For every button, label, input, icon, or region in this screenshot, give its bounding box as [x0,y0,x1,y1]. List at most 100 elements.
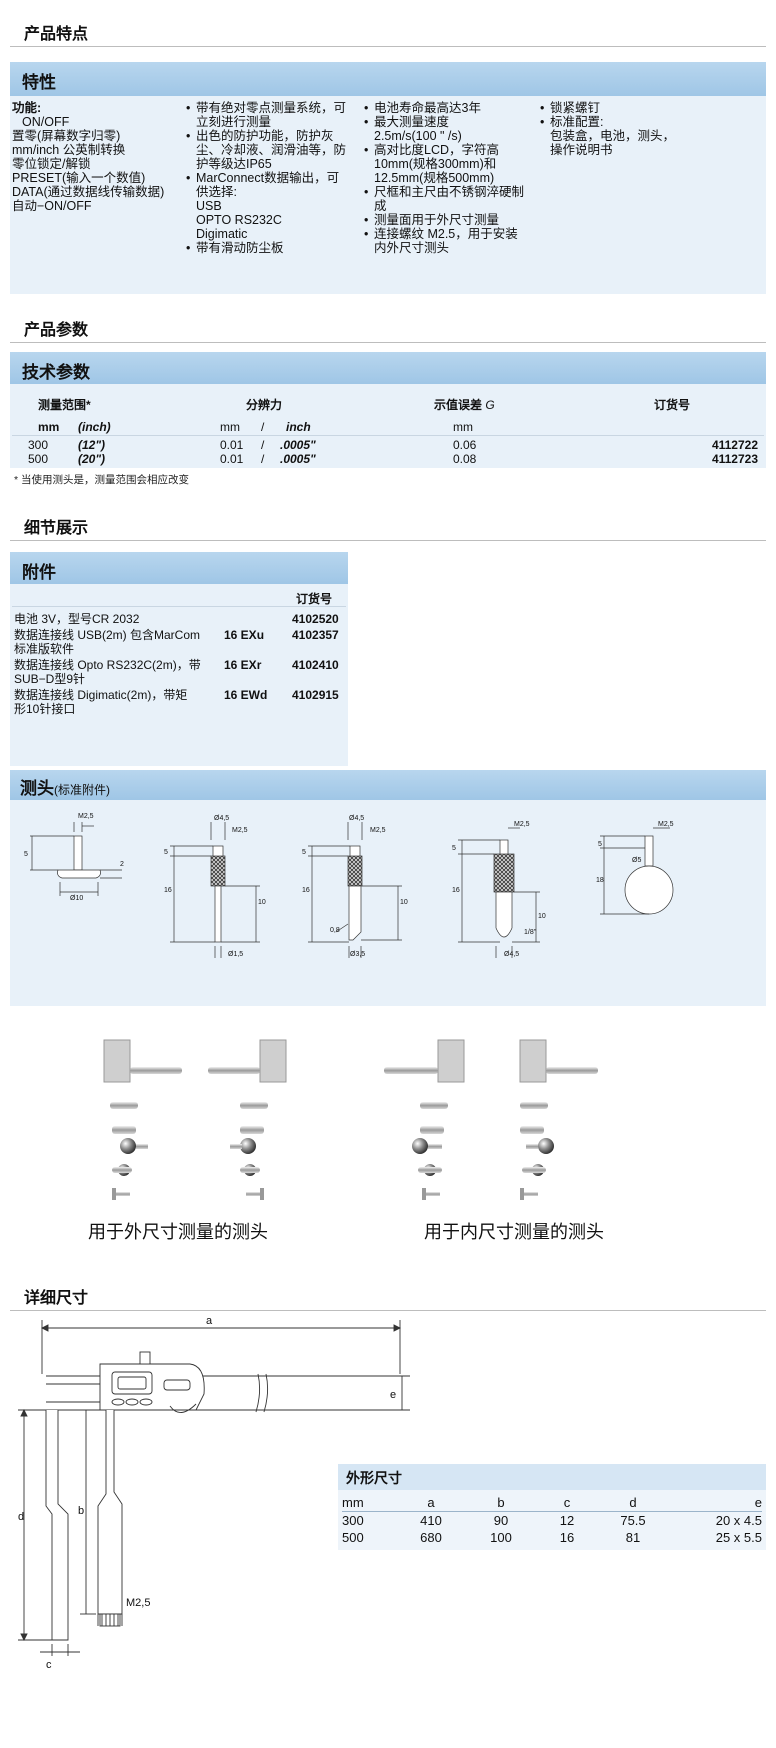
accessories-divider [12,606,346,607]
svg-text:Ø4,5: Ø4,5 [214,815,229,822]
svg-text:Ø4,5: Ø4,5 [349,815,364,822]
table-row: 500 680 100 16 81 25 x 5.5 [342,1530,762,1545]
function-line: mm/inch 公英制转换 [12,143,126,157]
svg-text:2: 2 [120,861,124,868]
caliper-drawing: a e M2,5 b d [18,1315,410,1671]
dims-table-panel [338,1490,766,1550]
section-rule [10,342,766,343]
section-rule [10,540,766,541]
outer-probe-caption: 用于外尺寸测量的测头 [88,1222,268,1242]
svg-text:10: 10 [258,899,266,906]
tech-bar: 技术参数 [10,352,766,384]
function-line: DATA(通过数据线传输数据) [12,185,165,199]
svg-text:M2,5: M2,5 [232,827,248,834]
svg-text:M2,5: M2,5 [514,821,530,828]
dims-table-header-bar: 外形尺寸 [338,1464,766,1490]
dims-table-title: 外形尺寸 [346,1470,402,1486]
accessories-panel [10,584,348,766]
outer-probe-photo-left [103,1039,182,1200]
tech-header-error: 示值误差 G [434,398,495,412]
tech-header-resolution: 分辨力 [246,398,283,412]
inner-probe-photo-left [384,1039,465,1200]
features-bar-title: 特性 [22,73,56,92]
svg-text:5: 5 [24,851,28,858]
svg-text:e: e [390,1389,396,1401]
tech-unit-err-mm: mm [453,420,473,434]
svg-text:5: 5 [452,845,456,852]
tech-divider [12,435,764,436]
function-line: ON/OFF [22,115,70,129]
svg-text:Ø4,5: Ø4,5 [504,951,519,958]
inner-probe-photo-right [519,1039,598,1200]
tech-unit-inch: (inch) [78,420,111,434]
feature-item: 标准配置:包装盒，电池，测头，操作说明书 [540,115,710,157]
svg-text:Ø10: Ø10 [70,895,83,902]
svg-text:0,8: 0,8 [330,927,340,934]
svg-text:5: 5 [598,841,602,848]
accessories-bar: 附件 [10,552,348,584]
tech-unit-res-mm: mm [220,420,240,434]
svg-text:16: 16 [164,887,172,894]
probe-drawings: M2,5 5 2 Ø10 Ø4,5 M2,5 5 16 10 Ø1,5 [24,813,674,958]
svg-text:Ø1,5: Ø1,5 [228,951,243,958]
probe-knife-drawing: Ø4,5 M2,5 5 16 10 0,8 Ø3,5 [302,815,408,958]
table-row: mm a b c d e [342,1495,762,1510]
section-rule [10,1310,766,1311]
probes-bar-sub: (标准附件) [54,783,110,797]
table-row: 300 410 90 12 75.5 20 x 4.5 [342,1511,762,1528]
tech-unit-mm: mm [38,420,60,434]
section-title-params: 产品参数 [24,322,89,339]
tech-panel [10,384,766,468]
features-col-4: 锁紧螺钉 标准配置:包装盒，电池，测头，操作说明书 [540,101,710,157]
tech-header-order: 订货号 [654,398,691,412]
features-col-functions: 功能: ON/OFF 置零(屏幕数字归零) mm/inch 公英制转换 零位锁定… [12,101,182,213]
svg-text:16: 16 [452,887,460,894]
probes-bar-title: 测头 [20,779,54,798]
inner-probe-caption: 用于内尺寸测量的测头 [424,1222,604,1242]
tech-footnote: * 当使用测头是，测量范围会相应改变 [14,474,190,486]
function-line: PRESET(输入一个数值) [12,171,146,185]
tech-header-range: 测量范围* [38,398,91,412]
tech-unit-res-inch: inch [286,420,311,434]
svg-text:5: 5 [164,849,168,856]
svg-text:M2,5: M2,5 [78,813,94,820]
svg-text:10: 10 [400,899,408,906]
dims-table: mm a b c d e 300 410 90 12 75.5 20 x 4.5… [342,1494,762,1546]
tech-unit-slash: / [261,420,265,434]
svg-text:d: d [18,1511,24,1523]
svg-text:M2,5: M2,5 [126,1597,150,1609]
section-rule [10,46,766,47]
feature-item: 测量面用于外尺寸测量 [364,213,536,227]
feature-item: 带有滑动防尘板 [186,241,358,255]
accessories-header-order: 订货号 [296,592,333,606]
svg-text:1/8": 1/8" [524,929,537,936]
svg-text:a: a [206,1315,213,1327]
features-bar: 特性 [10,62,766,96]
svg-text:16: 16 [302,887,310,894]
probe-photos [103,1039,598,1200]
section-title-dims: 详细尺寸 [24,1290,89,1307]
probes-bar: 测头(标准附件) [10,770,766,800]
svg-text:c: c [46,1659,52,1671]
svg-text:5: 5 [302,849,306,856]
svg-text:M2,5: M2,5 [658,821,674,828]
tech-bar-title: 技术参数 [22,363,90,382]
feature-item: 锁紧螺钉 [540,101,710,115]
svg-text:b: b [78,1505,84,1517]
accessories-bar-title: 附件 [22,563,56,582]
svg-text:M2,5: M2,5 [370,827,386,834]
section-title-features: 产品特点 [24,26,89,43]
outer-probe-photo-right [208,1039,287,1200]
function-line: 自动−ON/OFF [12,199,92,213]
probe-disc-drawing: M2,5 5 2 Ø10 [24,813,124,902]
function-line: 置零(屏幕数字归零) [12,129,121,143]
svg-text:10: 10 [538,913,546,920]
